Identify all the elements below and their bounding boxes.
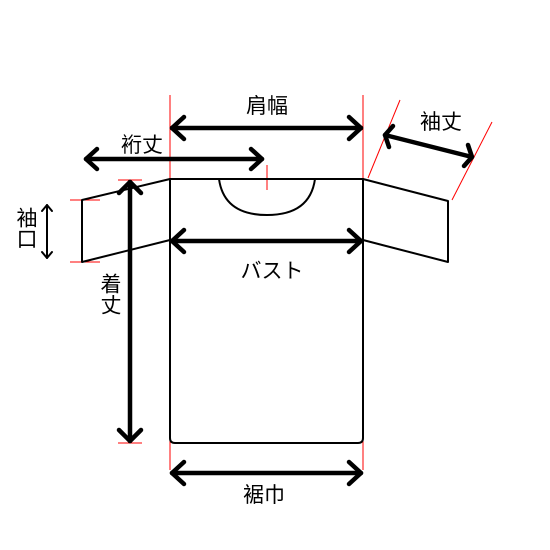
tshirt-outline bbox=[81, 178, 449, 444]
label-hem-width: 裾巾 bbox=[243, 483, 285, 507]
body-length-arrow bbox=[116, 179, 144, 444]
sleeve-length-arrow bbox=[382, 123, 475, 169]
label-shoulder-width: 肩幅 bbox=[246, 94, 288, 118]
label-bust: バスト bbox=[241, 259, 304, 283]
label-body-length: 着丈 bbox=[98, 273, 122, 315]
tshirt-left-sleeve bbox=[81, 178, 171, 263]
bust-arrow bbox=[169, 227, 364, 255]
tshirt-right-sleeve bbox=[362, 178, 449, 263]
tshirt-body bbox=[169, 178, 364, 444]
yuki-length-arrow bbox=[83, 146, 265, 172]
guide-sleeve-length-bottom bbox=[451, 121, 493, 201]
label-sleeve-length: 袖丈 bbox=[420, 110, 462, 134]
shoulder-width-arrow bbox=[169, 114, 364, 142]
label-yuki-length: 裄丈 bbox=[121, 133, 163, 157]
label-cuff-width: 袖口 bbox=[14, 207, 38, 249]
hem-width-arrow bbox=[169, 459, 364, 487]
cuff-width-arrow bbox=[41, 204, 53, 259]
tshirt-collar bbox=[218, 178, 316, 216]
